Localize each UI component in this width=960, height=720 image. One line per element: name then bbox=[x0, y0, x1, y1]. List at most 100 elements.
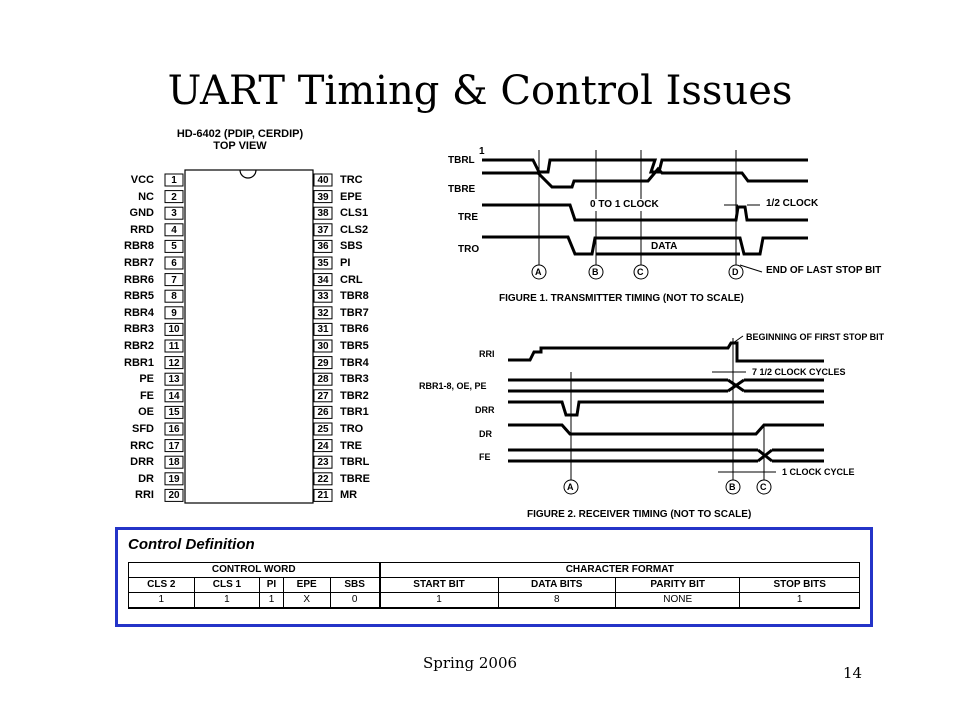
chip-header: HD-6402 (PDIP, CERDIP) bbox=[176, 128, 304, 140]
chip-pin-label-right: TBRE bbox=[340, 472, 370, 485]
chip-pin-box-left bbox=[164, 439, 184, 453]
rri-wave bbox=[508, 341, 824, 363]
chip-pin-box-right bbox=[313, 223, 333, 237]
chip-pin-label-left: RRD bbox=[130, 223, 154, 236]
page-number: 14 bbox=[843, 664, 863, 682]
rx-marker-c: C bbox=[760, 482, 767, 492]
chip-pin-label-left: OE bbox=[138, 406, 154, 419]
chip-pin-number-left: 19 bbox=[168, 473, 180, 485]
chip-pin-label-right: TBR4 bbox=[340, 356, 369, 369]
chip-pin-number-left: 9 bbox=[171, 307, 177, 319]
tro-wave bbox=[482, 235, 808, 256]
chip-pin-box-left bbox=[164, 389, 184, 403]
chip-pin-box-left bbox=[164, 223, 184, 237]
chip-pin-number-left: 15 bbox=[168, 407, 180, 419]
chip-pin-label-left: NC bbox=[138, 190, 154, 203]
control-header: START BIT bbox=[379, 577, 499, 593]
control-group-format: CHARACTER FORMAT bbox=[379, 562, 860, 578]
control-header: EPE bbox=[282, 577, 331, 593]
tx-marker-d: D bbox=[732, 267, 739, 277]
chip-pin-label-left: DRR bbox=[130, 456, 154, 469]
chip-pin-box-right bbox=[313, 389, 333, 403]
rx-ann-one: 1 CLOCK CYCLE bbox=[782, 467, 855, 477]
rx-ann-begin: BEGINNING OF FIRST STOP BIT bbox=[746, 332, 885, 342]
chip-pin-number-right: 39 bbox=[317, 191, 329, 203]
chip-pin-number-right: 40 bbox=[317, 175, 329, 186]
chip-pin-box-right bbox=[313, 239, 333, 253]
chip-pin-number-right: 28 bbox=[317, 374, 329, 386]
tx-marker-c: C bbox=[637, 267, 644, 277]
chip-pin-label-right: TRE bbox=[340, 439, 362, 452]
chip-pin-number-right: 23 bbox=[317, 457, 329, 469]
chip-pin-box-right bbox=[313, 488, 333, 502]
drr-wave bbox=[508, 400, 824, 417]
chip-pin-number-left: 11 bbox=[168, 341, 180, 352]
chip-pin-number-right: 31 bbox=[317, 324, 329, 336]
chip-pin-label-right: PI bbox=[340, 257, 351, 269]
chip-pin-label-right: MR bbox=[340, 489, 358, 502]
chip-pin-box-right bbox=[313, 322, 333, 336]
control-header: DATA BITS bbox=[497, 577, 616, 593]
control-table: CONTROL WORD CHARACTER FORMAT CLS 2 CLS … bbox=[127, 562, 860, 609]
chip-pin-number-right: 34 bbox=[317, 274, 329, 286]
chip-pin-box-right bbox=[313, 306, 333, 320]
control-group-word: CONTROL WORD bbox=[127, 562, 381, 578]
chip-pin-label-left: RBR5 bbox=[124, 290, 154, 303]
tx-end-label: END OF LAST STOP BIT bbox=[766, 265, 882, 276]
tre-wave bbox=[482, 203, 808, 222]
tx-ann-half: 1/2 CLOCK bbox=[766, 198, 819, 209]
chip-pin-label-right: TBR1 bbox=[340, 406, 369, 419]
chip-pin-number-left: 20 bbox=[168, 490, 180, 502]
footer-text: Spring 2006 bbox=[423, 654, 518, 672]
chip-pin-label-left: RBR7 bbox=[124, 257, 154, 269]
tbrl-wave bbox=[482, 158, 808, 174]
chip-pin-label-right: TBR5 bbox=[340, 340, 369, 352]
chip-pin-box-left bbox=[164, 273, 184, 287]
chip-pin-number-left: 6 bbox=[171, 258, 177, 269]
chip-pin-box-left bbox=[164, 256, 184, 270]
chip-pin-number-right: 35 bbox=[317, 258, 329, 269]
control-value: X bbox=[282, 592, 331, 609]
control-header: PARITY BIT bbox=[614, 577, 741, 593]
tx-marker-a: A bbox=[535, 267, 542, 277]
chip-pin-number-left: 1 bbox=[171, 175, 177, 186]
chip-pin-number-right: 26 bbox=[317, 407, 329, 419]
control-value: 1 bbox=[128, 592, 195, 609]
chip-pin-label-left: PE bbox=[139, 373, 154, 386]
receiver-timing bbox=[508, 341, 824, 463]
chip-pin-number-left: 12 bbox=[168, 357, 180, 369]
chip-pin-box-left bbox=[164, 306, 184, 320]
chip-pin-number-left: 10 bbox=[168, 324, 180, 336]
slide-title: UART Timing & Control Issues bbox=[167, 68, 793, 114]
control-header: CLS 2 bbox=[128, 577, 195, 593]
chip-pin-box-right bbox=[313, 356, 333, 370]
chip-pin-label-left: RBR6 bbox=[124, 273, 154, 286]
control-value: 0 bbox=[329, 592, 381, 609]
rx-signal-drr: DRR bbox=[475, 405, 495, 415]
chip-pin-number-left: 17 bbox=[168, 440, 180, 452]
tbre-wave bbox=[482, 166, 808, 189]
control-value: 8 bbox=[497, 592, 616, 609]
chip-pin-box-right bbox=[313, 206, 333, 220]
tx-one-label: 1 bbox=[479, 146, 485, 157]
chip-pin-number-right: 29 bbox=[317, 357, 329, 369]
chip-pin-number-left: 18 bbox=[168, 457, 180, 469]
chip-pin-number-right: 37 bbox=[317, 224, 329, 236]
chip-pin-number-right: 38 bbox=[317, 208, 329, 220]
chip-pin-label-right: TBR6 bbox=[340, 323, 369, 336]
chip-pin-label-left: RBR8 bbox=[124, 240, 154, 253]
chip-pin-label-right: SBS bbox=[340, 240, 363, 253]
chip-pin-number-right: 22 bbox=[317, 473, 329, 485]
tx-signal-tre: TRE bbox=[458, 212, 478, 223]
chip-pin-box-left bbox=[164, 190, 184, 204]
chip-pin-label-right: TRO bbox=[340, 423, 364, 435]
chip-pin-label-left: FE bbox=[139, 389, 154, 402]
chip-pin-box-right bbox=[313, 372, 333, 386]
chip-pin-box-right bbox=[313, 256, 333, 270]
control-header: SBS bbox=[329, 577, 381, 593]
chip-pin-box-left bbox=[164, 206, 184, 220]
chip-pin-label-left: RBR3 bbox=[124, 323, 154, 336]
chip-pin-number-right: 24 bbox=[317, 440, 329, 452]
rx-signal-fe: FE bbox=[479, 452, 491, 462]
chip-pin-box-left bbox=[164, 339, 184, 353]
